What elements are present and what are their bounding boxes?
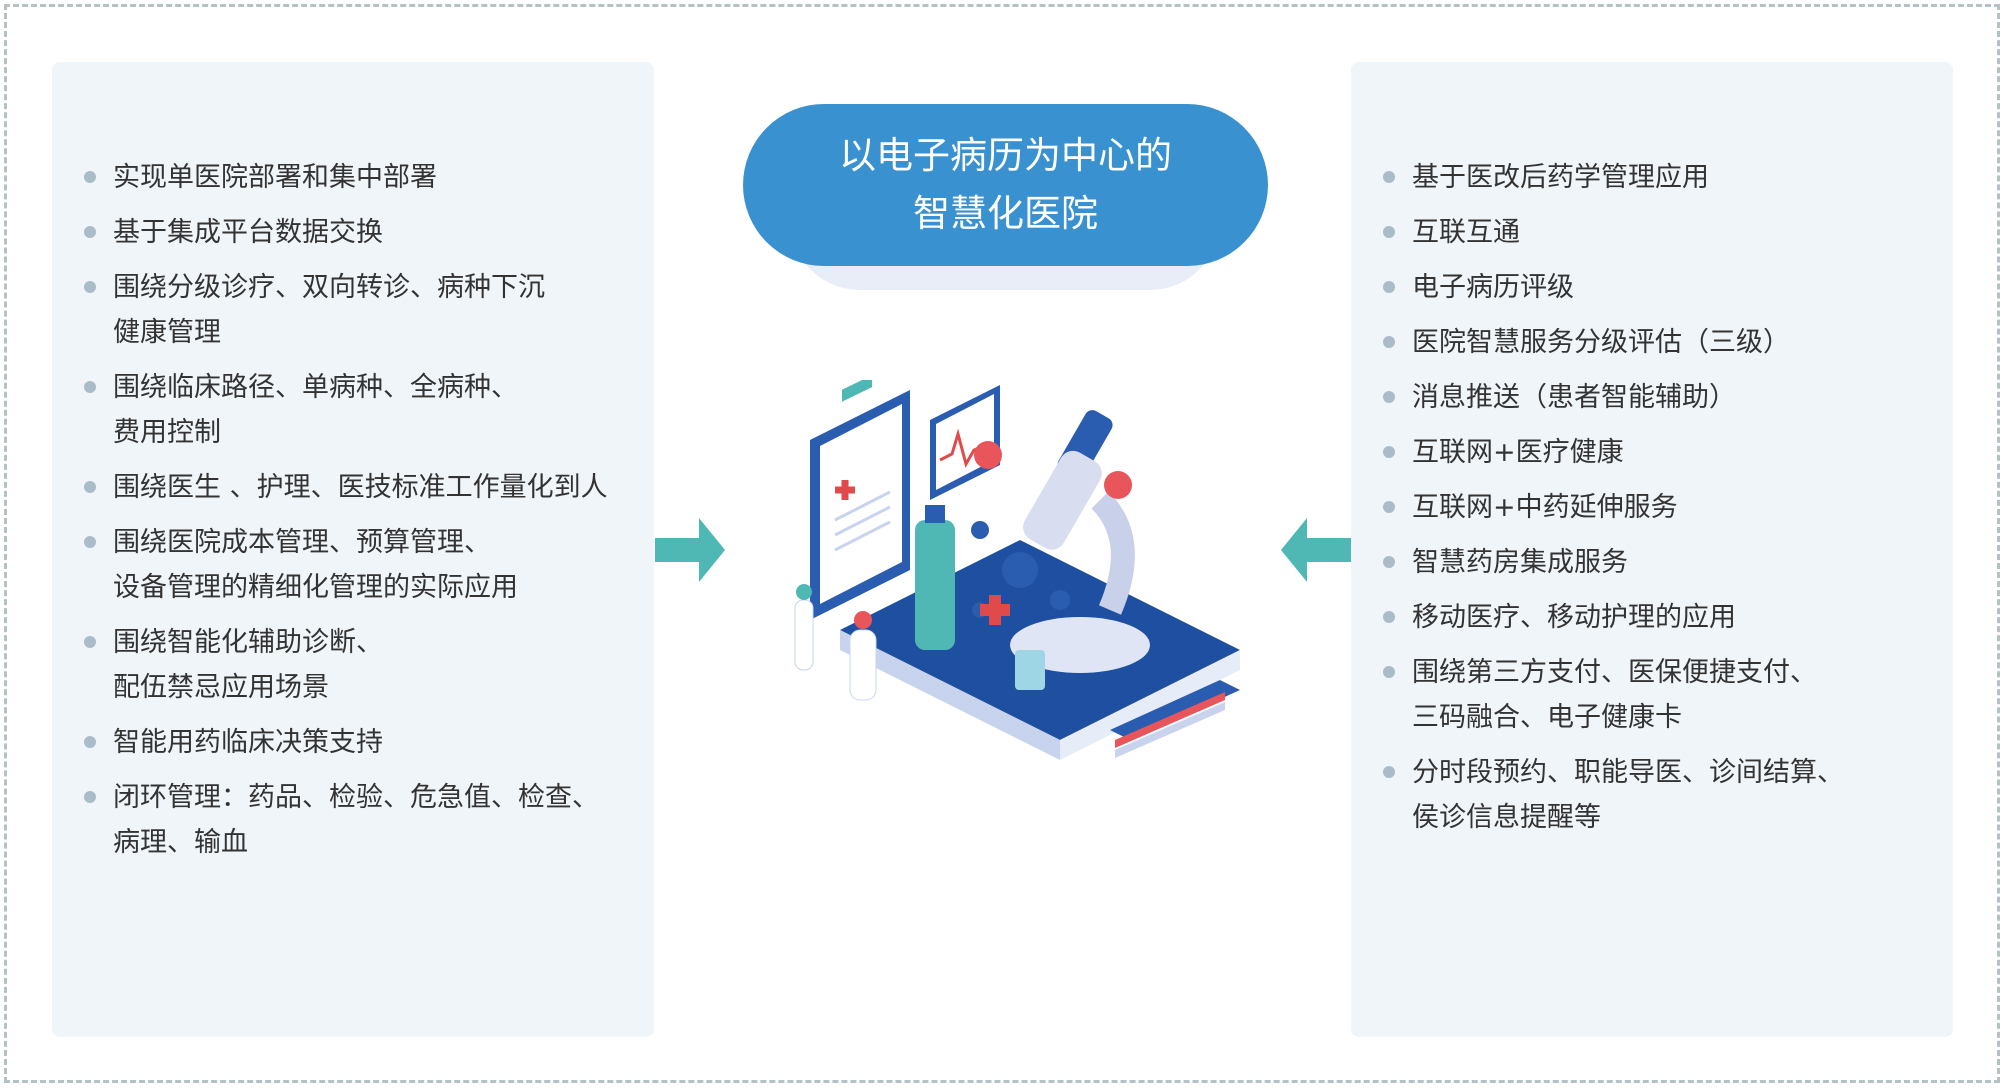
list-item-text: 基于集成平台数据交换 xyxy=(113,217,383,248)
red-cross-icon xyxy=(980,595,1010,625)
list-item: 移动医疗、移动护理的应用 xyxy=(1351,595,1953,640)
list-item-text: 侯诊信息提醒等 xyxy=(1412,802,1601,833)
bullet-icon xyxy=(1383,446,1395,458)
bullet-icon xyxy=(84,381,96,393)
list-item: 智慧药房集成服务 xyxy=(1351,540,1953,585)
list-item: 基于集成平台数据交换 xyxy=(52,210,654,255)
list-item: 消息推送（患者智能辅助） xyxy=(1351,375,1953,420)
bullet-icon xyxy=(1383,666,1395,678)
list-item-text: 围绕分级诊疗、双向转诊、病种下沉 xyxy=(113,272,545,303)
list-item: 互联互通 xyxy=(1351,210,1953,255)
beaker-icon xyxy=(1015,650,1045,690)
list-item-text: 围绕医院成本管理、预算管理、 xyxy=(113,527,491,558)
bullet-icon xyxy=(1383,391,1395,403)
list-item-text: 智慧药房集成服务 xyxy=(1412,547,1628,578)
list-item: 围绕医生 、护理、医技标准工作量化到人 xyxy=(52,465,654,510)
monitor-heart-icon xyxy=(930,385,1002,500)
list-item: 医院智慧服务分级评估（三级） xyxy=(1351,320,1953,365)
list-item-text: 费用控制 xyxy=(113,417,221,448)
list-item-text: 互联网+中药延伸服务 xyxy=(1412,492,1678,523)
list-item-text: 设备管理的精细化管理的实际应用 xyxy=(113,572,518,603)
list-item: 智能用药临床决策支持 xyxy=(52,720,654,765)
list-item-text: 围绕临床路径、单病种、全病种、 xyxy=(113,372,518,403)
list-item: 互联网+中药延伸服务 xyxy=(1351,485,1953,530)
list-item-text: 围绕第三方支付、医保便捷支付、 xyxy=(1412,657,1817,688)
central-title: 以电子病历为中心的 智慧化医院 xyxy=(743,104,1268,266)
list-item-text: 实现单医院部署和集中部署 xyxy=(113,162,437,193)
list-item-text: 围绕医生 、护理、医技标准工作量化到人 xyxy=(113,472,608,503)
list-item-text: 医院智慧服务分级评估（三级） xyxy=(1412,327,1790,358)
list-item-text: 电子病历评级 xyxy=(1412,272,1574,303)
list-item: 互联网+医疗健康 xyxy=(1351,430,1953,475)
list-item-text: 智能用药临床决策支持 xyxy=(113,727,383,758)
list-item-text: 配伍禁忌应用场景 xyxy=(113,672,329,703)
list-item-text: 互联网+医疗健康 xyxy=(1412,437,1624,468)
list-item: 围绕临床路径、单病种、全病种、费用控制 xyxy=(52,365,654,455)
list-item-text: 消息推送（患者智能辅助） xyxy=(1412,382,1736,413)
title-line-1: 以电子病历为中心的 xyxy=(839,134,1172,177)
list-item: 电子病历评级 xyxy=(1351,265,1953,310)
bullet-icon xyxy=(1383,766,1395,778)
bullet-icon xyxy=(84,281,96,293)
bullet-icon xyxy=(84,636,96,648)
clipboard-icon xyxy=(810,380,910,620)
dashed-frame xyxy=(4,4,2000,1083)
bullet-icon xyxy=(1383,611,1395,623)
bullet-icon xyxy=(84,536,96,548)
list-item: 分时段预约、职能导医、诊间结算、侯诊信息提醒等 xyxy=(1351,750,1953,840)
bullet-icon xyxy=(1383,226,1395,238)
bottle-icon xyxy=(915,505,955,650)
arrow-right-icon xyxy=(655,518,725,582)
bullet-icon xyxy=(1383,336,1395,348)
right-feature-list: 基于医改后药学管理应用互联互通电子病历评级医院智慧服务分级评估（三级） 消息推送（… xyxy=(1351,155,1953,840)
list-item-text: 三码融合、电子健康卡 xyxy=(1412,702,1682,733)
list-item-text: 分时段预约、职能导医、诊间结算、 xyxy=(1412,757,1844,788)
list-item: 闭环管理：药品、检验、危急值、检查、病理、输血 xyxy=(52,775,654,865)
bullet-icon xyxy=(84,791,96,803)
bullet-icon xyxy=(84,481,96,493)
bullet-icon xyxy=(1383,556,1395,568)
left-feature-panel: 实现单医院部署和集中部署基于集成平台数据交换围绕分级诊疗、双向转诊、病种下沉健康… xyxy=(52,62,654,1037)
bullet-icon xyxy=(84,226,96,238)
bullet-icon xyxy=(1383,501,1395,513)
arrow-left-icon xyxy=(1281,518,1351,582)
bullet-icon xyxy=(84,171,96,183)
list-item: 围绕智能化辅助诊断、配伍禁忌应用场景 xyxy=(52,620,654,710)
list-item-text: 闭环管理：药品、检验、危急值、检查、 xyxy=(113,782,599,813)
list-item-text: 围绕智能化辅助诊断、 xyxy=(113,627,383,658)
title-line-2: 智慧化医院 xyxy=(913,192,1098,235)
bullet-icon xyxy=(1383,171,1395,183)
book-icon xyxy=(1110,680,1240,758)
doctor-figures-icon xyxy=(794,584,877,701)
list-item: 围绕分级诊疗、双向转诊、病种下沉健康管理 xyxy=(52,265,654,355)
list-item-text: 互联互通 xyxy=(1412,217,1520,248)
list-item: 围绕医院成本管理、预算管理、设备管理的精细化管理的实际应用 xyxy=(52,520,654,610)
list-item: 基于医改后药学管理应用 xyxy=(1351,155,1953,200)
list-item: 实现单医院部署和集中部署 xyxy=(52,155,654,200)
list-item: 围绕第三方支付、医保便捷支付、三码融合、电子健康卡 xyxy=(1351,650,1953,740)
list-item-text: 健康管理 xyxy=(113,317,221,348)
bullet-icon xyxy=(1383,281,1395,293)
left-feature-list: 实现单医院部署和集中部署基于集成平台数据交换围绕分级诊疗、双向转诊、病种下沉健康… xyxy=(52,155,654,865)
medical-lab-illustration xyxy=(794,380,1240,760)
microscope-icon xyxy=(1010,410,1150,673)
right-feature-panel: 基于医改后药学管理应用互联互通电子病历评级医院智慧服务分级评估（三级） 消息推送（… xyxy=(1351,62,1953,1037)
list-item-text: 移动医疗、移动护理的应用 xyxy=(1412,602,1736,633)
bullet-icon xyxy=(84,736,96,748)
list-item-text: 病理、输血 xyxy=(113,827,248,858)
list-item-text: 基于医改后药学管理应用 xyxy=(1412,162,1709,193)
